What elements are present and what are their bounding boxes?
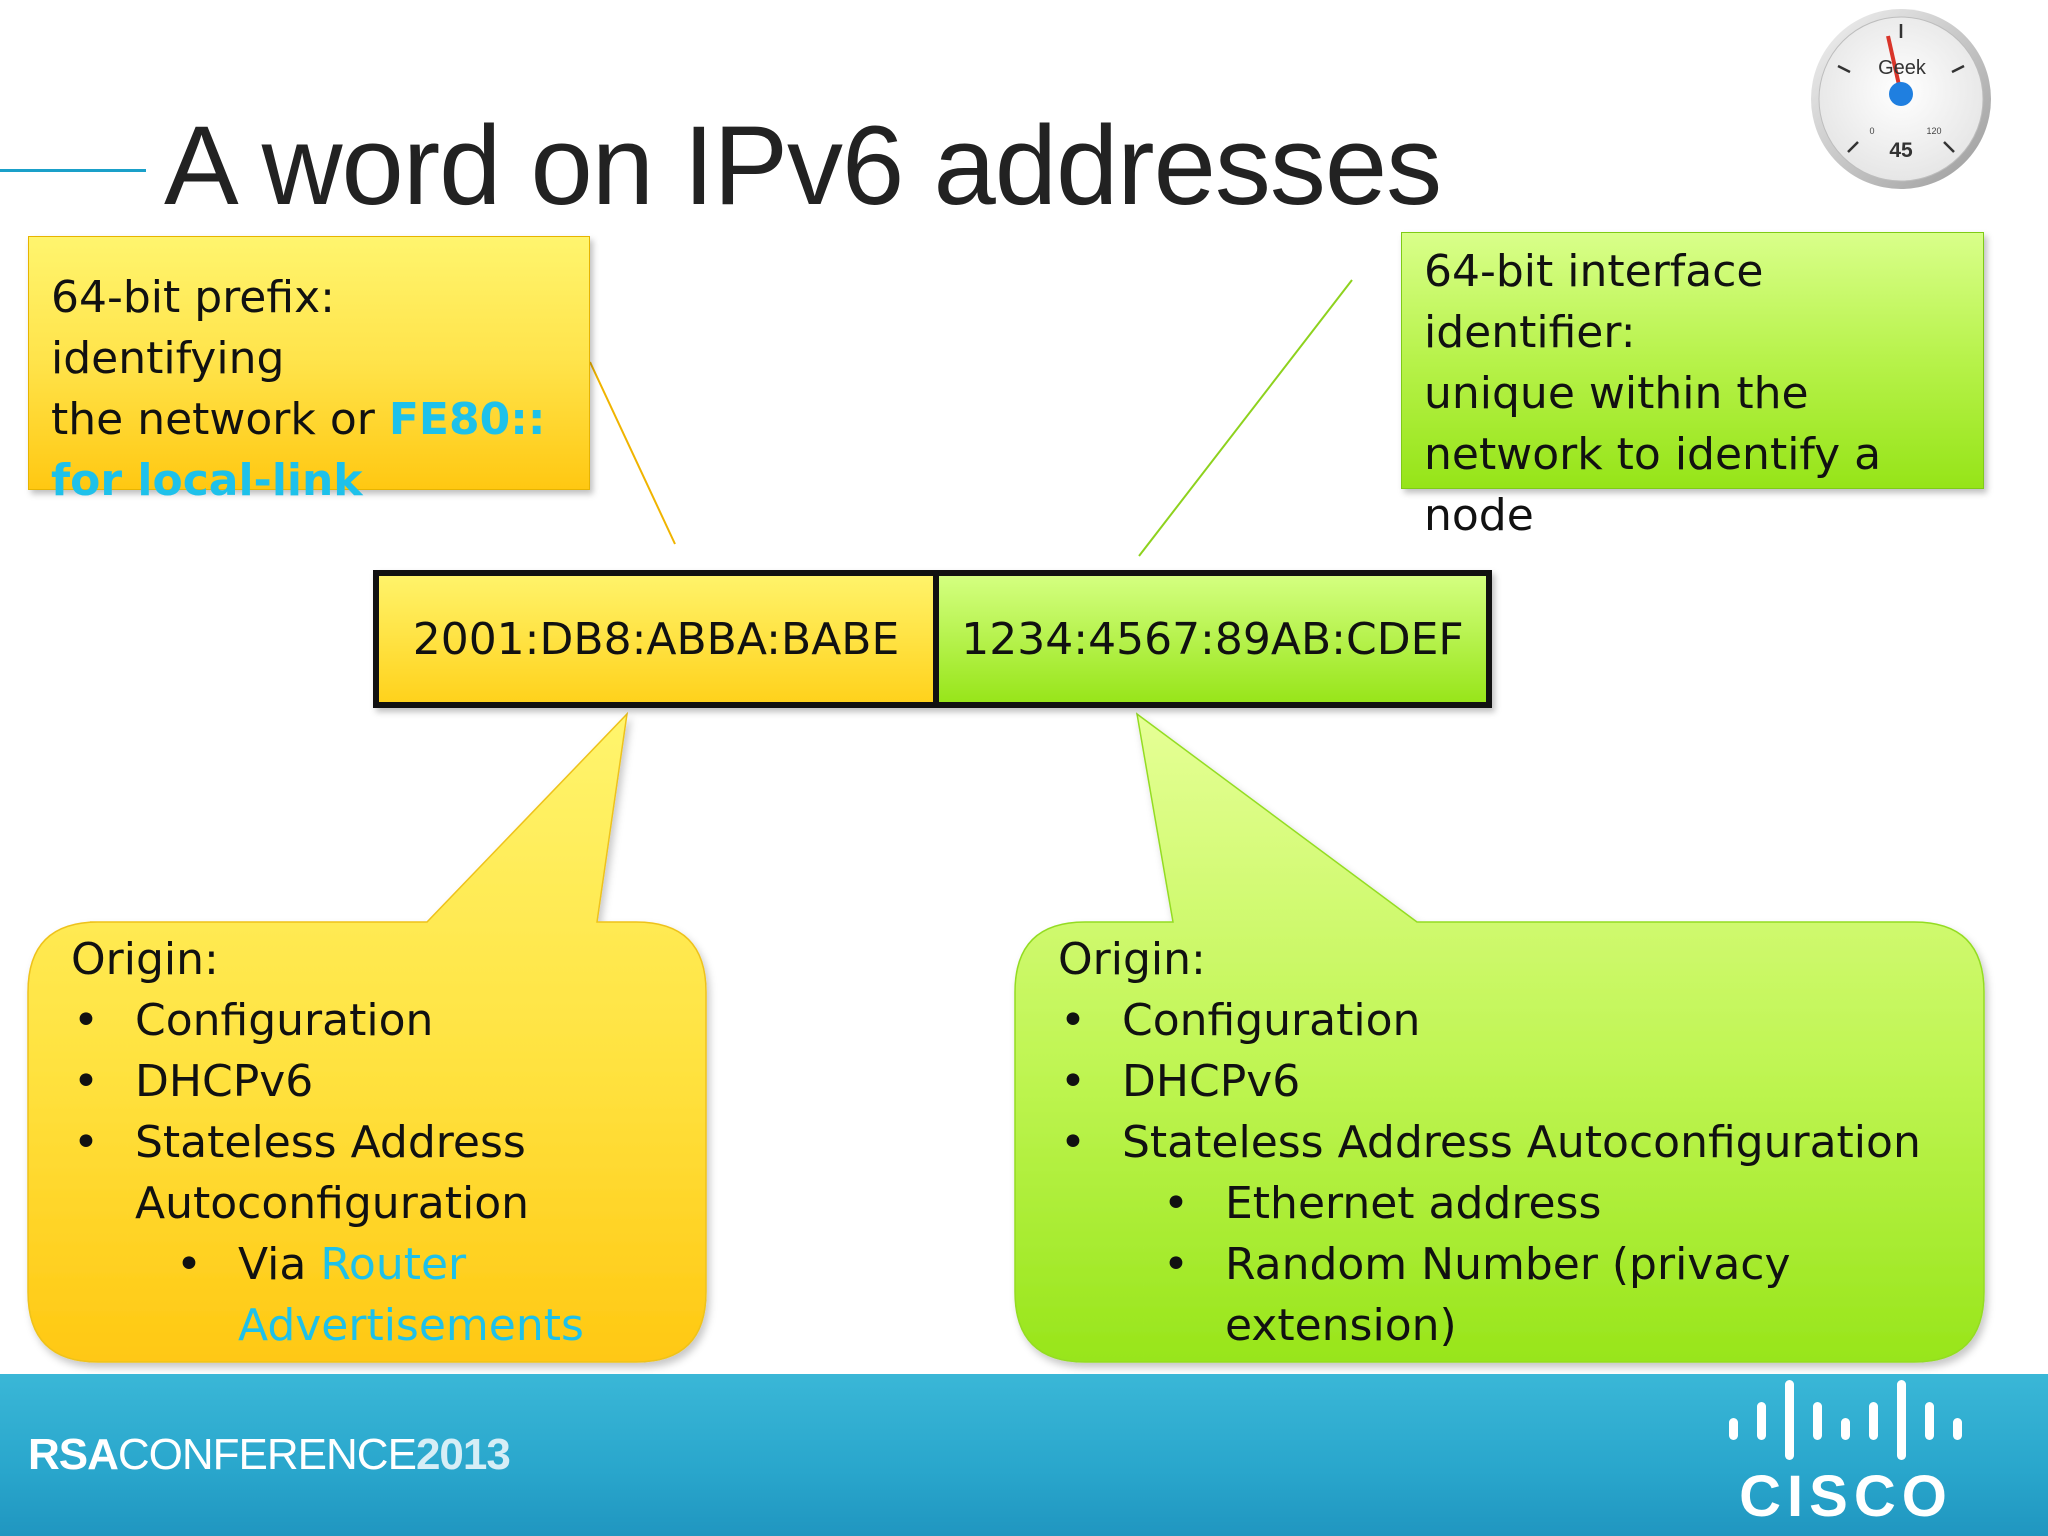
title-accent-line — [0, 169, 146, 172]
bullet: • — [1163, 1178, 1189, 1229]
list-item-label: Via — [238, 1239, 321, 1290]
iid-origin-list: • Configuration • DHCPv6 • Stateless Addres… — [1058, 990, 1978, 1356]
list-item-label-cont: Autoconfiguration — [135, 1178, 530, 1229]
list-item-label: Ethernet address — [1225, 1178, 1602, 1229]
list-item: • Configuration — [1058, 990, 1978, 1051]
bullet: • — [73, 1056, 99, 1107]
list-item-label: DHCPv6 — [135, 1056, 314, 1107]
list-item: • Stateless Address Autoconfiguration — [1058, 1112, 1978, 1173]
gauge-max: 120 — [1926, 126, 1941, 136]
list-item: • Configuration — [71, 990, 691, 1051]
bullet: • — [176, 1239, 202, 1290]
prefix-origin-text: Origin: • Configuration • DHCPv6 • Stateles… — [71, 929, 691, 1356]
bullet: • — [1060, 1056, 1086, 1107]
iid-callout-line: node — [1424, 490, 1534, 541]
bullet: • — [1060, 995, 1086, 1046]
geek-gauge-icon: Geek 0 120 45 — [1811, 9, 1991, 189]
ipv6-address-bar: 2001:DB8:ABBA:BABE 1234:4567:89AB:CDEF — [373, 570, 1492, 708]
prefix-callout-line2: the network or — [51, 394, 389, 445]
iid-origin-heading: Origin: — [1058, 934, 1206, 985]
bullet: • — [73, 1117, 99, 1168]
list-item: • DHCPv6 — [71, 1051, 691, 1112]
list-item-label-cont: extension) — [1225, 1300, 1457, 1351]
fe80-highlight: FE80:: — [388, 394, 546, 445]
prefix-origin-list: • Configuration • DHCPv6 • Stateless Addres… — [71, 990, 691, 1356]
local-link-highlight: for local-link — [51, 455, 363, 506]
iid-origin-text: Origin: • Configuration • DHCPv6 • Stateles… — [1058, 929, 1978, 1356]
list-item-label: Configuration — [135, 995, 434, 1046]
iid-origin-bubble — [1014, 712, 1985, 1363]
conference-wordmark: CONFERENCE — [117, 1430, 417, 1479]
address-prefix: 2001:DB8:ABBA:BABE — [379, 576, 939, 702]
list-item-label: Stateless Address — [135, 1117, 526, 1168]
bullet: • — [1060, 1117, 1086, 1168]
slide-title: A word on IPv6 addresses — [164, 103, 1442, 228]
list-item: • Ethernet address — [1058, 1173, 1978, 1234]
prefix-callout: 64-bit prefix: identifying the network o… — [28, 236, 590, 506]
list-item: • Random Number (privacy extension) — [1058, 1234, 1978, 1356]
list-item-label: Stateless Address Autoconfiguration — [1122, 1117, 1921, 1168]
prefix-connector — [589, 361, 676, 545]
prefix-origin-bubble — [27, 711, 707, 1363]
iid-callout-line: unique within the — [1424, 368, 1809, 419]
rsa-wordmark: RSA — [28, 1430, 119, 1479]
list-item-label: Configuration — [1122, 995, 1421, 1046]
list-item-label: Random Number (privacy — [1225, 1239, 1791, 1290]
prefix-callout-line1: 64-bit prefix: identifying — [51, 272, 335, 384]
list-item-label: DHCPv6 — [1122, 1056, 1301, 1107]
bullet: • — [73, 995, 99, 1046]
router-advertisements-link[interactable]: Router — [320, 1239, 467, 1290]
iid-callout-line: network to identify a — [1424, 429, 1882, 480]
bullet: • — [1163, 1239, 1189, 1290]
router-advertisements-link-cont[interactable]: Advertisements — [238, 1300, 584, 1351]
list-item: • DHCPv6 — [1058, 1051, 1978, 1112]
iid-callout-line: 64-bit interface identifier: — [1424, 246, 1764, 358]
gauge-label: Geek — [1878, 57, 1927, 79]
prefix-origin-heading: Origin: — [71, 934, 219, 985]
gauge-value: 45 — [1889, 139, 1913, 162]
address-interface-id: 1234:4567:89AB:CDEF — [939, 576, 1486, 702]
rsa-conference-logo: RSACONFERENCE2013 — [28, 1430, 511, 1480]
conference-year: 2013 — [415, 1430, 511, 1479]
cisco-logo-icon: CISCO — [1729, 1380, 1962, 1526]
cisco-wordmark: CISCO — [1739, 1464, 1953, 1526]
gauge-min: 0 — [1869, 126, 1874, 136]
iid-connector — [1138, 279, 1353, 557]
iid-callout: 64-bit interface identifier: unique with… — [1401, 232, 1984, 541]
footer-bar — [0, 1374, 2048, 1536]
